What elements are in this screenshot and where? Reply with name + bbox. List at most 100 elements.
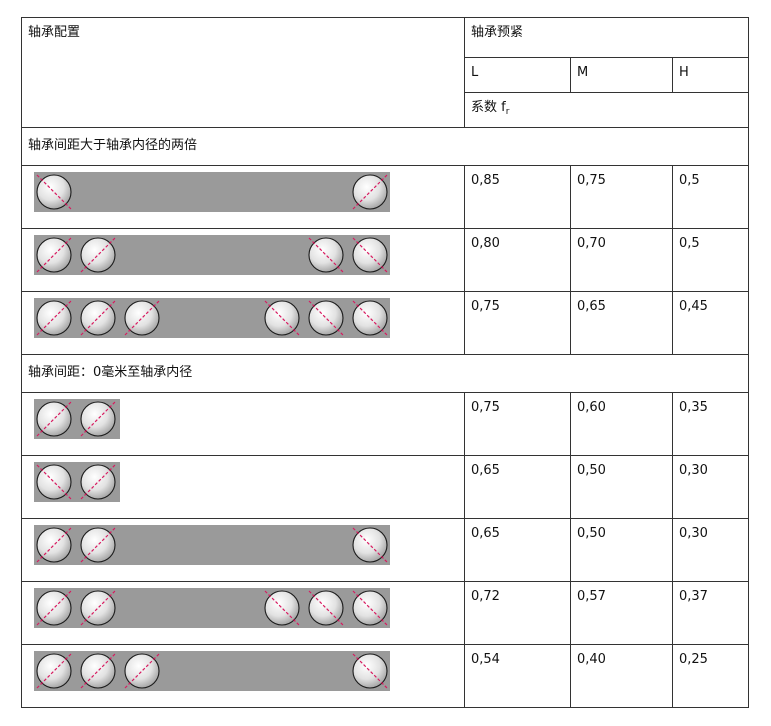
col-M-label: M [577, 65, 589, 80]
contact-angle-line [308, 237, 344, 273]
contact-angle-line [80, 590, 116, 626]
bearing-ball [352, 174, 388, 210]
contact-angle-line [124, 653, 160, 689]
factor-L-cell: 0,65 [464, 518, 571, 582]
bearing-ball [264, 590, 300, 626]
contact-angle-line [352, 174, 388, 210]
bearing-ball [80, 464, 116, 500]
contact-angle-line [80, 464, 116, 500]
factor-M-cell: 0,60 [570, 392, 673, 456]
section-header-row: 轴承间距：0毫米至轴承内径 [21, 354, 749, 393]
col-H-label: H [679, 65, 689, 80]
bearing-ball [308, 237, 344, 273]
bearing-ball [80, 590, 116, 626]
contact-angle-line [36, 174, 72, 210]
bearing-ball [352, 300, 388, 336]
bearing-arrangement-icon [34, 399, 120, 439]
contact-angle-line [264, 590, 300, 626]
factor-H-cell: 0,45 [672, 291, 749, 355]
contact-angle-line [36, 590, 72, 626]
contact-angle-line [36, 237, 72, 273]
factor-L-cell: 0,75 [464, 392, 571, 456]
contact-angle-line [352, 527, 388, 563]
bearing-ball [352, 590, 388, 626]
factor-H-cell: 0,30 [672, 455, 749, 519]
bearing-ball [36, 237, 72, 273]
factor-H-cell: 0,35 [672, 392, 749, 456]
bearing-ball [124, 300, 160, 336]
factor-M-cell: 0,50 [570, 455, 673, 519]
bearing-arrangement-cell [21, 165, 465, 229]
factor-M-cell: 0,65 [570, 291, 673, 355]
contact-angle-line [36, 464, 72, 500]
bearing-arrangement-cell [21, 455, 465, 519]
factor-M-cell: 0,70 [570, 228, 673, 292]
bearing-ball [80, 653, 116, 689]
header-bearing-preload: 轴承预紧 [464, 17, 749, 58]
bearing-arrangement-icon [34, 525, 390, 565]
bearing-ball [308, 300, 344, 336]
header-factor: 系数 fr [464, 92, 749, 128]
bearing-ball [36, 401, 72, 437]
bearing-ball [308, 590, 344, 626]
factor-L-cell: 0,80 [464, 228, 571, 292]
bearing-config-label: 轴承配置 [28, 25, 81, 40]
bearing-ball [36, 653, 72, 689]
bearing-arrangement-cell [21, 581, 465, 645]
section-title: 轴承间距大于轴承内径的两倍 [21, 127, 749, 166]
bearing-ball [124, 653, 160, 689]
bearing-ball [36, 300, 72, 336]
bearing-arrangement-icon [34, 172, 390, 212]
factor-M-cell: 0,57 [570, 581, 673, 645]
contact-angle-line [80, 401, 116, 437]
col-L-label: L [471, 65, 479, 80]
bearing-ball [352, 527, 388, 563]
contact-angle-line [264, 300, 300, 336]
factor-H-cell: 0,30 [672, 518, 749, 582]
contact-angle-line [352, 237, 388, 273]
bearing-ball [80, 527, 116, 563]
contact-angle-line [352, 653, 388, 689]
contact-angle-line [36, 401, 72, 437]
contact-angle-line [352, 590, 388, 626]
contact-angle-line [80, 300, 116, 336]
bearing-arrangement-icon [34, 298, 390, 338]
bearing-preload-table-page: 轴承配置 轴承预紧 L M H 系数 fr 轴承间距大于轴承内径的两倍 0,85… [21, 17, 749, 708]
factor-L-cell: 0,72 [464, 581, 571, 645]
factor-L-cell: 0,54 [464, 644, 571, 708]
contact-angle-line [36, 653, 72, 689]
factor-M-cell: 0,40 [570, 644, 673, 708]
factor-subscript: r [505, 107, 510, 117]
contact-angle-line [124, 300, 160, 336]
contact-angle-line [36, 300, 72, 336]
factor-L-cell: 0,75 [464, 291, 571, 355]
bearing-arrangement-icon [34, 235, 390, 275]
factor-L-cell: 0,85 [464, 165, 571, 229]
factor-H-cell: 0,25 [672, 644, 749, 708]
factor-M-cell: 0,75 [570, 165, 673, 229]
bearing-ball [36, 464, 72, 500]
factor-H-cell: 0,37 [672, 581, 749, 645]
header-bearing-config: 轴承配置 [21, 17, 465, 128]
contact-angle-line [352, 300, 388, 336]
bearing-ball [36, 174, 72, 210]
bearing-preload-label: 轴承预紧 [471, 25, 524, 40]
contact-angle-line [80, 527, 116, 563]
bearing-preload-table: 轴承配置 轴承预紧 L M H 系数 fr 轴承间距大于轴承内径的两倍 0,85… [21, 17, 749, 708]
header-row-1: 轴承配置 轴承预紧 [21, 17, 749, 128]
contact-angle-line [80, 237, 116, 273]
shaft-bar [34, 172, 390, 212]
bearing-ball [80, 300, 116, 336]
header-col-H: H [672, 57, 749, 93]
contact-angle-line [80, 653, 116, 689]
bearing-arrangement-cell [21, 392, 465, 456]
contact-angle-line [308, 300, 344, 336]
